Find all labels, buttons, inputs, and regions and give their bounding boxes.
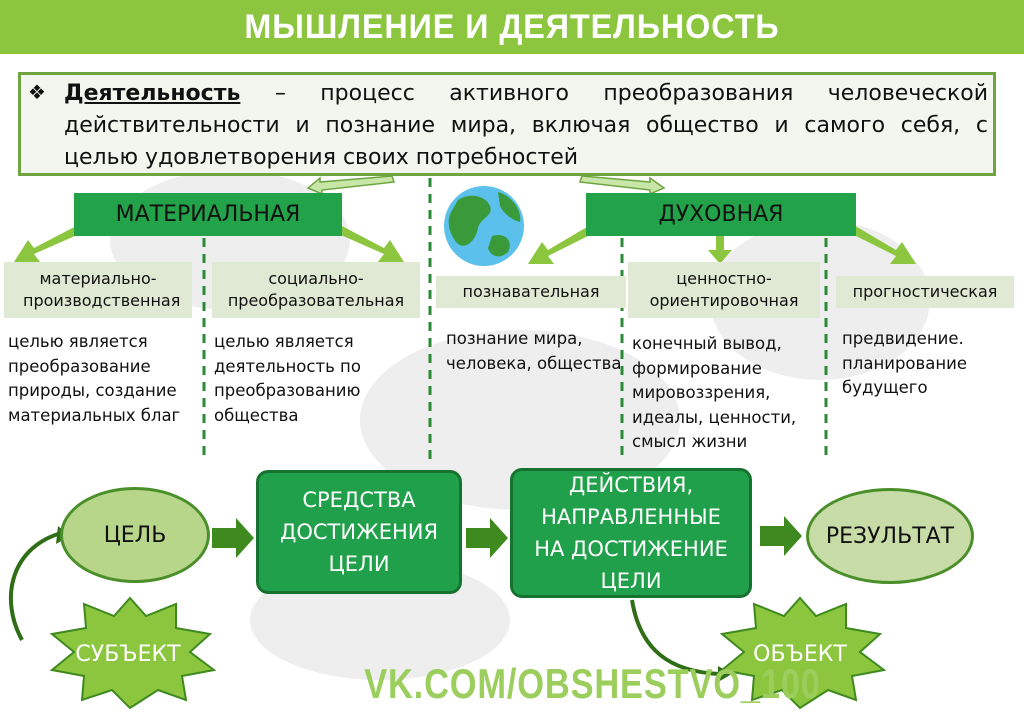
- subject-label: СУБЪЕКТ: [75, 642, 181, 667]
- arrow-material-right-icon: [334, 224, 404, 262]
- subtype-value-orientation: ценностно-ориентировочная: [628, 262, 820, 318]
- page-title: МЫШЛЕНИЕ И ДЕЯТЕЛЬНОСТЬ: [244, 8, 780, 46]
- curve-arrow-actions-object-icon: [630, 599, 721, 676]
- flow-goal: ЦЕЛЬ: [60, 487, 210, 583]
- subtype-label: социально-преобразовательная: [227, 269, 405, 310]
- object-label: ОБЪЕКТ: [753, 642, 847, 667]
- subtype-cognitive: познавательная: [436, 276, 626, 308]
- arrow-spiritual-down-icon: [708, 236, 732, 264]
- subtype-prognostic: прогностическая: [836, 276, 1014, 308]
- definition-text: Деятельность – процесс активного преобра…: [64, 78, 988, 174]
- definition-body: – процесс активного преобразования челов…: [64, 81, 988, 170]
- subtype-label: познавательная: [462, 282, 600, 301]
- flow-means-label: СРЕДСТВА ДОСТИЖЕНИЯ ЦЕЛИ: [279, 488, 439, 576]
- subtype-description: познание мира, человека, общества: [446, 329, 622, 373]
- subtype-material-production: материально-производственная: [4, 262, 192, 318]
- definition-term: Деятельность: [64, 81, 241, 106]
- curve-arrow-subject-goal-icon: [8, 532, 59, 641]
- flow-arrow-2-icon: [466, 518, 508, 558]
- globe-icon: [444, 186, 524, 266]
- curve-arrowhead-object-icon: [718, 666, 732, 682]
- dashed-separators: [202, 178, 828, 462]
- flow-actions: ДЕЙСТВИЯ, НАПРАВЛЕННЫЕ НА ДОСТИЖЕНИЕ ЦЕЛ…: [510, 468, 752, 598]
- definition-box: [18, 72, 996, 176]
- bullet-icon: ❖: [28, 80, 46, 104]
- flow-arrow-3-icon: [760, 516, 802, 556]
- arrow-to-spiritual-icon: [578, 175, 666, 196]
- object-star-icon: [719, 596, 887, 710]
- title-bar: [0, 0, 1024, 54]
- flow-result: РЕЗУЛЬТАТ: [806, 488, 974, 584]
- flow-actions-label: ДЕЙСТВИЯ, НАПРАВЛЕННЫЕ НА ДОСТИЖЕНИЕ ЦЕЛ…: [534, 473, 728, 593]
- category-material: МАТЕРИАЛЬНАЯ: [74, 193, 342, 236]
- category-spiritual: ДУХОВНАЯ: [586, 193, 856, 236]
- subtype-label: ценностно-ориентировочная: [649, 269, 799, 310]
- subtype-social-transform: социально-преобразовательная: [212, 262, 420, 318]
- arrow-spiritual-left-icon: [528, 224, 596, 264]
- subject-star-icon: [49, 596, 217, 710]
- subtype-label: прогностическая: [852, 282, 998, 301]
- footer-link[interactable]: VK.COM/OBSHESTVO_100: [364, 660, 821, 707]
- subtype-label: материально-производственная: [23, 269, 181, 310]
- subtype-description: целью является преобразование природы, с…: [8, 332, 181, 425]
- arrow-to-material-icon: [306, 175, 396, 196]
- arrow-material-left-icon: [14, 224, 84, 262]
- subtype-description: целью является деятельность по преобразо…: [214, 332, 361, 425]
- arrow-spiritual-right-icon: [848, 224, 916, 264]
- subtype-description: предвидение. планирование будущего: [842, 329, 968, 397]
- subtype-description: конечный вывод, формирование мировоззрен…: [632, 334, 797, 451]
- flow-arrow-1-icon: [212, 518, 254, 558]
- flow-means: СРЕДСТВА ДОСТИЖЕНИЯ ЦЕЛИ: [256, 470, 462, 594]
